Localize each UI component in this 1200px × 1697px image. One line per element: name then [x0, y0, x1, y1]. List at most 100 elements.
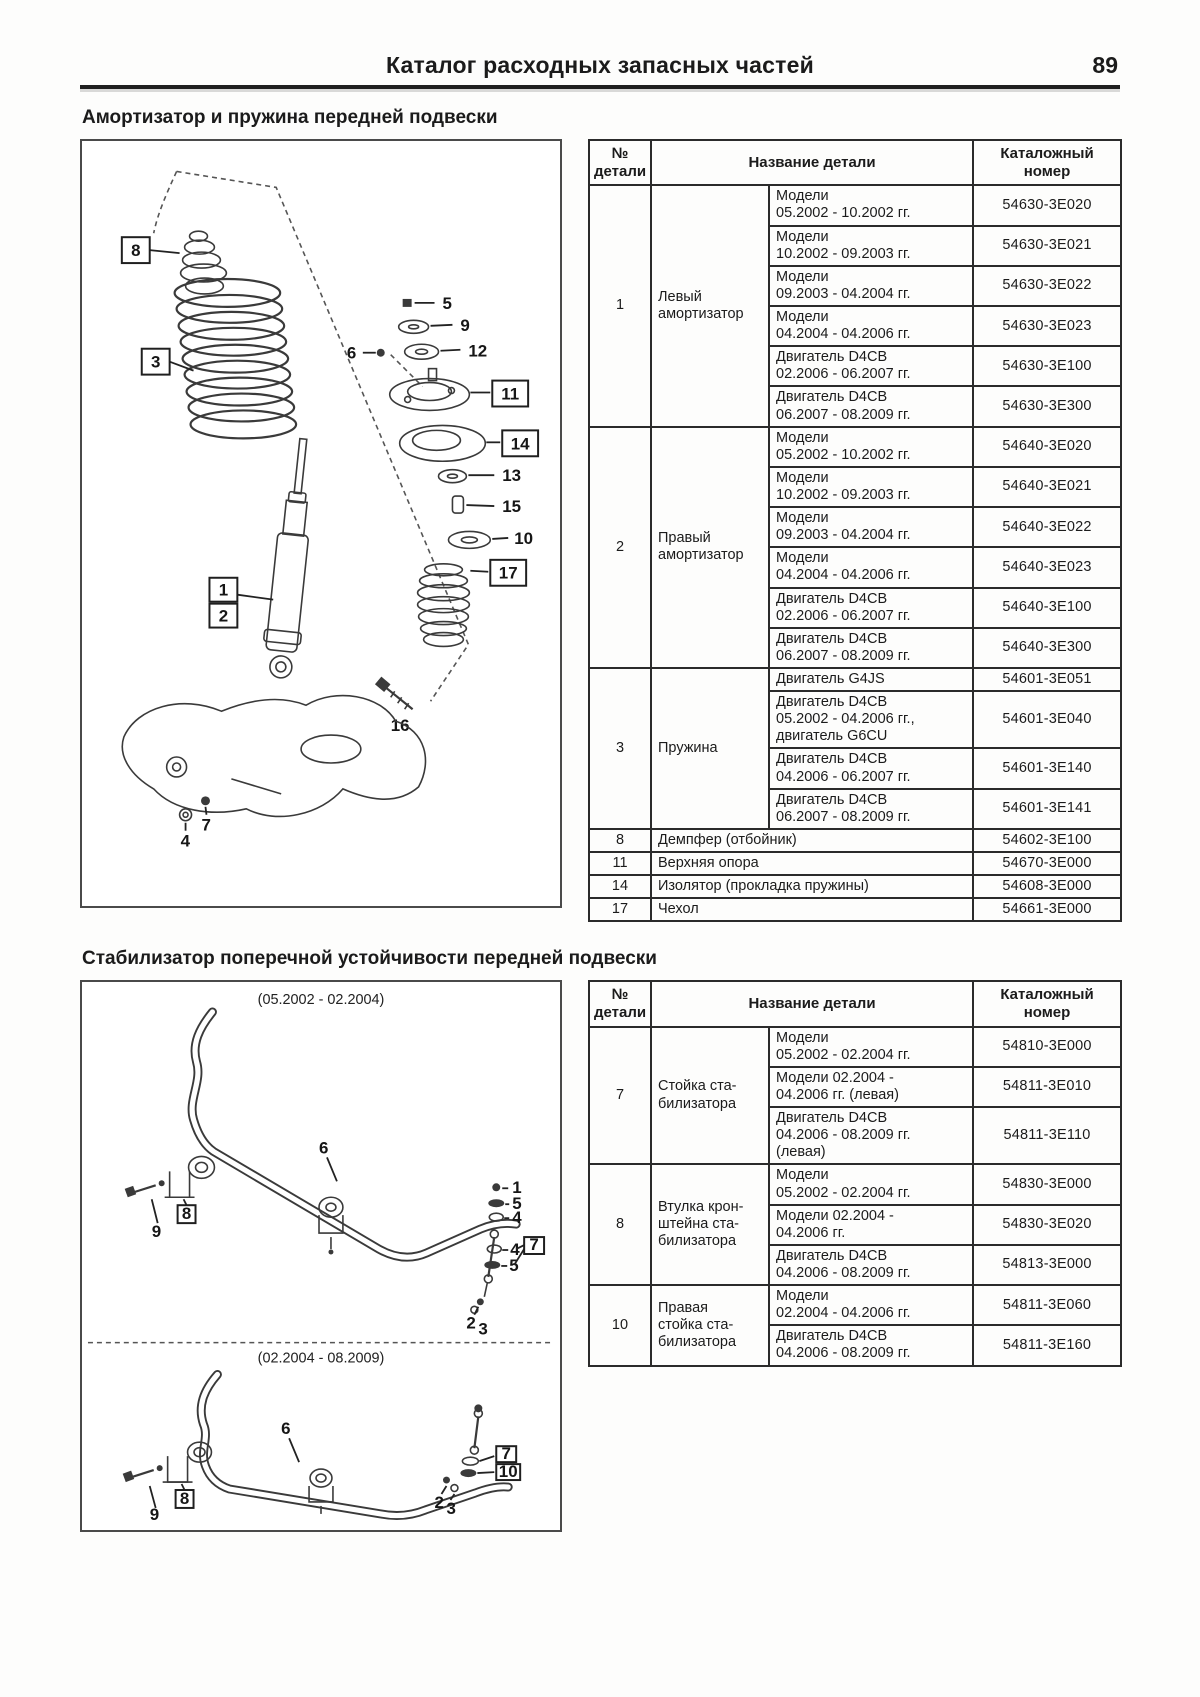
variant-cell: Двигатель D4CB 06.2007 - 08.2009 гг. [767, 385, 975, 428]
part-number-cell: 8 [588, 1163, 652, 1287]
catalog-number-cell: 54601-3E051 [972, 666, 1123, 693]
table-row: 1 Левый амортизатор Модели 05.2002 - 10.… [588, 184, 1123, 428]
callout-box-11: 11 [470, 379, 530, 408]
svg-text:6: 6 [347, 344, 356, 363]
section1-content: 8 3 [80, 138, 1123, 923]
callout-box-1: 1 [208, 576, 274, 603]
table-row: Двигатель D4CB 04.2006 - 08.2009 гг.5481… [589, 1324, 1123, 1367]
stabilizer-diagram: (05.2002 - 02.2004) 6 [87, 992, 555, 1524]
catalog-number-cell: 54630-3E020 [972, 184, 1123, 227]
variant-cell: Модели 05.2002 - 10.2002 гг. [767, 184, 975, 227]
bracket-assembly-mid-top [318, 1196, 344, 1255]
svg-text:17: 17 [499, 564, 518, 583]
svg-text:5: 5 [442, 294, 451, 313]
part-number-cell: 11 [588, 850, 652, 877]
bracket-assembly-mid-bottom [308, 1468, 334, 1515]
subdiagram1-caption: (05.2002 - 02.2004) [258, 992, 385, 1008]
catalog-number-cell: 54630-3E022 [972, 264, 1123, 308]
variant-cell: Модели 05.2002 - 02.2004 гг. [767, 1163, 975, 1206]
catalog-number-cell: 54811-3E010 [972, 1065, 1123, 1109]
part-name-cell: Чехол [649, 897, 975, 923]
catalog-number-cell: 54640-3E022 [972, 506, 1123, 549]
table-row: 17 Чехол 54661-3E000 [588, 897, 1123, 923]
variant-cell: Модели 10.2002 - 09.2003 гг. [767, 465, 975, 509]
part-number-cell: 1 [588, 184, 652, 428]
table-row: Двигатель D4CB 06.2007 - 08.2009 гг.5463… [589, 385, 1123, 428]
col-header-catalog-number: Каталожный номер [972, 980, 1123, 1028]
catalog-number-cell: 54661-3E000 [972, 897, 1123, 923]
bracket-assembly-left-bottom [122, 1441, 213, 1484]
part-name-cell: Правая стойка ста- билизатора [650, 1284, 770, 1367]
callout-box-2: 2 [208, 602, 239, 629]
bump-stop-drawing [179, 230, 228, 295]
callout-box-8: 8 [120, 236, 180, 265]
svg-text:9: 9 [152, 1222, 161, 1241]
svg-text:3: 3 [151, 353, 160, 372]
bracket-assembly-left-top [124, 1155, 216, 1199]
svg-text:11: 11 [501, 385, 519, 404]
callout-box-17: 17 [470, 558, 528, 587]
svg-text:3: 3 [478, 1320, 487, 1339]
svg-text:4: 4 [510, 1240, 520, 1259]
part-name-cell: Левый амортизатор [650, 184, 770, 428]
section1-title: Амортизатор и пружина передней подвески [82, 107, 498, 128]
boot-part-17 [416, 563, 471, 648]
table-row: Модели 10.2002 - 09.2003 гг.54640-3E021 [589, 465, 1123, 509]
catalog-number-cell: 54813-3E000 [972, 1243, 1123, 1287]
construction-lines [152, 170, 470, 702]
part-name-cell: Пружина [650, 667, 770, 830]
catalog-number-cell: 54630-3E100 [972, 345, 1123, 388]
part-number-cell: 8 [588, 827, 652, 853]
variant-cell: Двигатель D4CB 02.2006 - 06.2007 гг. [767, 586, 975, 629]
parts-table-2: № детали Название детали Каталожный номе… [588, 980, 1123, 1367]
table-row: Двигатель D4CB 06.2007 - 08.2009 гг.5460… [589, 787, 1123, 830]
variant-cell: Двигатель D4CB 05.2002 - 04.2006 гг., дв… [767, 690, 975, 750]
variant-cell: Двигатель D4CB 06.2007 - 08.2009 гг. [767, 787, 975, 830]
svg-text:6: 6 [319, 1139, 328, 1158]
bushing-part-15: 15 [451, 495, 521, 516]
part-number-cell: 17 [588, 897, 652, 923]
svg-text:13: 13 [502, 466, 521, 485]
table-row: Двигатель D4CB 04.2006 - 08.2009 гг.5481… [589, 1243, 1123, 1287]
part-number-cell: 2 [588, 425, 652, 670]
catalog-number-cell: 54640-3E020 [972, 425, 1123, 468]
page-header: Каталог расходных запасных частей 89 [80, 52, 1120, 89]
catalog-number-cell: 54640-3E021 [972, 465, 1123, 509]
catalog-number-cell: 54608-3E000 [972, 874, 1123, 900]
nut-part-5: 5 [402, 294, 452, 313]
variant-cell: Модели 05.2002 - 10.2002 гг. [767, 425, 975, 468]
svg-text:4: 4 [512, 1208, 522, 1227]
table-row: Модели 02.2004 - 04.2006 гг. (левая)5481… [589, 1065, 1123, 1109]
variant-cell: Двигатель D4CB 04.2006 - 08.2009 гг. [767, 1324, 975, 1367]
variant-cell: Модели 02.2004 - 04.2006 гг. [767, 1284, 975, 1327]
table-row: Двигатель D4CB 02.2006 - 06.2007 гг.5464… [589, 586, 1123, 629]
table-row: Двигатель D4CB 05.2002 - 04.2006 гг., дв… [589, 690, 1123, 750]
table-row: 11 Верхняя опора 54670-3E000 [588, 850, 1123, 877]
variant-cell: Модели 02.2004 - 04.2006 гг. [767, 1203, 975, 1246]
svg-text:10: 10 [499, 1462, 518, 1481]
bar-label-6-top: 6 [319, 1139, 338, 1182]
svg-text:2: 2 [219, 607, 228, 626]
svg-text:8: 8 [131, 241, 140, 260]
catalog-number-cell: 54640-3E023 [972, 546, 1123, 589]
part-number-cell: 14 [588, 874, 652, 900]
svg-text:10: 10 [514, 529, 533, 548]
svg-text:6: 6 [281, 1420, 290, 1439]
catalog-number-cell: 54830-3E020 [972, 1203, 1123, 1246]
spring-seat-part-14 [398, 424, 487, 463]
svg-text:2: 2 [435, 1493, 444, 1512]
col-header-part-name: Название детали [649, 980, 975, 1028]
variant-cell: Двигатель G4JS [767, 666, 975, 693]
table-row: Двигатель D4CB 06.2007 - 08.2009 гг.5464… [589, 626, 1123, 670]
table-row: 8 Демпфер (отбойник) 54602-3E100 [588, 827, 1123, 853]
col-header-part-number: № детали [588, 980, 652, 1028]
variant-cell: Двигатель D4CB 04.2006 - 08.2009 гг. (ле… [767, 1106, 975, 1166]
table-row: 14 Изолятор (прокладка пружины) 54608-3E… [588, 874, 1123, 900]
link-stack-top: 1 5 4 4 5 [466, 1179, 522, 1339]
table-row: Модели 04.2004 - 04.2006 гг.54640-3E023 [589, 546, 1123, 589]
variant-cell: Двигатель D4CB 04.2006 - 08.2009 гг. [767, 1243, 975, 1287]
table-row: Двигатель D4CB 04.2006 - 06.2007 гг.5460… [589, 747, 1123, 790]
link-stack-bottom: 2 3 [435, 1404, 484, 1518]
coil-spring-drawing [173, 277, 298, 440]
catalog-number-cell: 54630-3E300 [972, 385, 1123, 428]
